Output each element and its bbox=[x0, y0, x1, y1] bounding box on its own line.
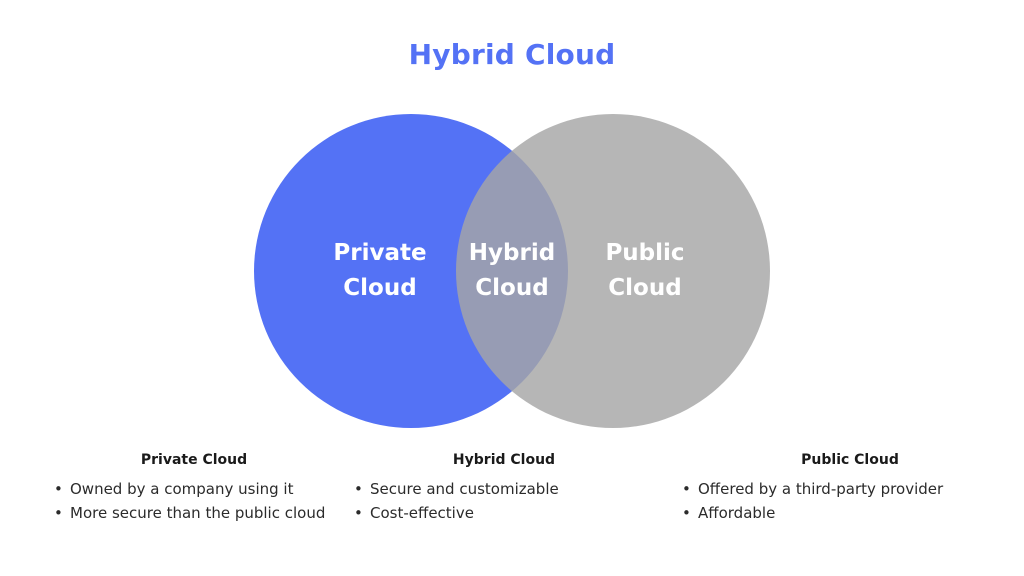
bullet-icon: • bbox=[682, 504, 691, 523]
legend-list-hybrid-cloud: • Secure and customizable • Cost-effecti… bbox=[348, 477, 660, 526]
venn-diagram: Private Cloud Hybrid Cloud Public Cloud bbox=[254, 114, 770, 428]
legend-column-private-cloud: Private Cloud • Owned by a company using… bbox=[0, 452, 340, 526]
list-item-label: Offered by a third-party provider bbox=[698, 480, 944, 498]
venn-circle-public-cloud[interactable] bbox=[456, 114, 770, 428]
list-item: • Owned by a company using it bbox=[48, 477, 340, 501]
list-item: • Affordable bbox=[676, 501, 1024, 525]
legend-title-hybrid-cloud: Hybrid Cloud bbox=[452, 452, 556, 468]
legend-list-private-cloud: • Owned by a company using it • More sec… bbox=[48, 477, 340, 526]
list-item: • More secure than the public cloud bbox=[48, 501, 340, 525]
bullet-icon: • bbox=[354, 504, 363, 523]
legend-title-public-cloud: Public Cloud bbox=[801, 452, 899, 468]
bullet-icon: • bbox=[54, 504, 63, 523]
legend-column-hybrid-cloud: Hybrid Cloud • Secure and customizable •… bbox=[340, 452, 660, 526]
legend-list-public-cloud: • Offered by a third-party provider • Af… bbox=[676, 477, 1024, 526]
list-item: • Secure and customizable bbox=[348, 477, 660, 501]
list-item-label: More secure than the public cloud bbox=[70, 504, 326, 523]
list-item: • Cost-effective bbox=[348, 501, 660, 525]
list-item: • Offered by a third-party provider bbox=[676, 477, 1024, 501]
list-item-label: Owned by a company using it bbox=[70, 480, 294, 498]
bullet-icon: • bbox=[354, 480, 363, 498]
bullet-icon: • bbox=[54, 480, 63, 498]
legend-title-private-cloud: Private Cloud bbox=[140, 452, 248, 468]
list-item-label: Cost-effective bbox=[370, 504, 474, 523]
list-item-label: Secure and customizable bbox=[370, 480, 559, 498]
legend: Private Cloud • Owned by a company using… bbox=[0, 452, 1024, 526]
list-item-label: Affordable bbox=[698, 504, 776, 523]
bullet-icon: • bbox=[682, 480, 691, 498]
page-title: Hybrid Cloud bbox=[408, 38, 616, 71]
legend-column-public-cloud: Public Cloud • Offered by a third-party … bbox=[660, 452, 1024, 526]
